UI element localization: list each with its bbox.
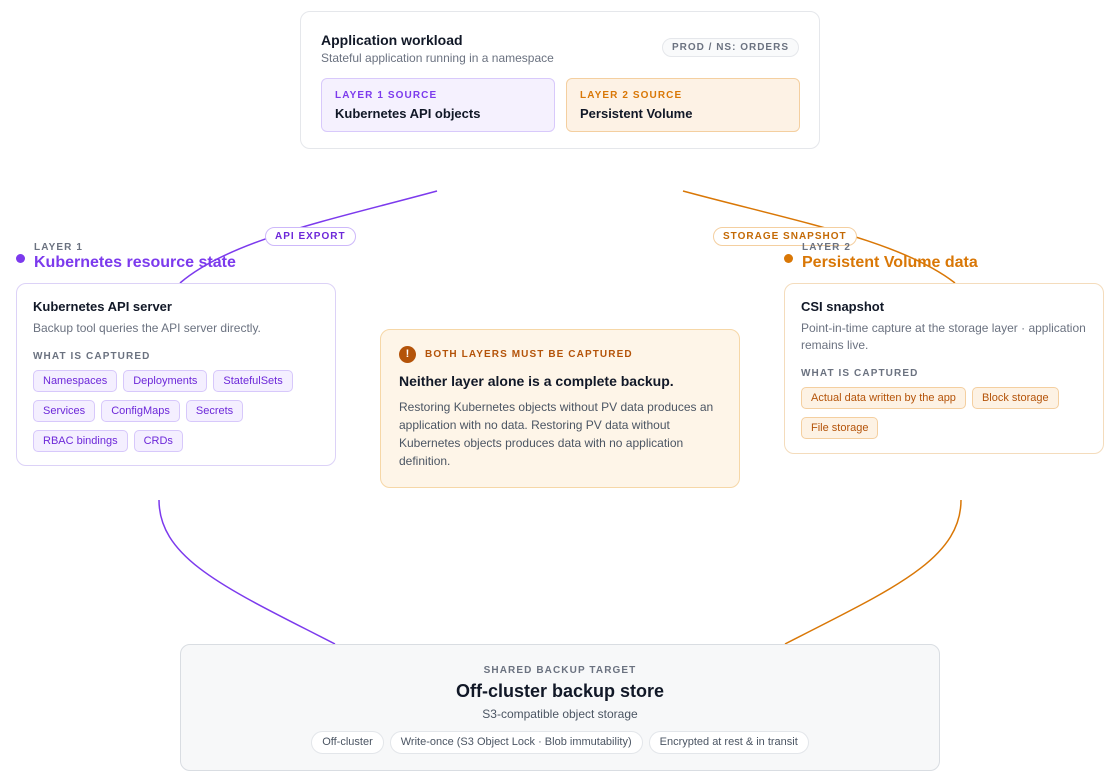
- layer1-dot-icon: [16, 254, 25, 263]
- warning-eyebrow: BOTH LAYERS MUST BE CAPTURED: [425, 349, 633, 360]
- layer2-source-box: LAYER 2 SOURCE Persistent Volume: [566, 78, 800, 132]
- api-export-label: API EXPORT: [265, 227, 356, 246]
- layer1-source-name: Kubernetes API objects: [335, 106, 481, 121]
- target-eyebrow: SHARED BACKUP TARGET: [483, 665, 637, 676]
- layer2-captured-list: Actual data written by the app Block sto…: [801, 387, 1087, 439]
- layer1-captured-list: Namespaces Deployments StatefulSets Serv…: [33, 370, 319, 452]
- captured-chip: ConfigMaps: [101, 400, 180, 422]
- both-layers-warning-card: ! BOTH LAYERS MUST BE CAPTURED Neither l…: [380, 329, 740, 488]
- storage-snapshot-label: STORAGE SNAPSHOT: [713, 227, 857, 246]
- target-title: Off-cluster backup store: [455, 681, 665, 701]
- layer2-source-name: Persistent Volume: [580, 106, 693, 121]
- exclamation-icon: !: [399, 346, 416, 363]
- captured-chip: Namespaces: [33, 370, 118, 392]
- warning-header: ! BOTH LAYERS MUST BE CAPTURED: [399, 346, 721, 363]
- captured-chip: RBAC bindings: [33, 430, 128, 452]
- warning-body: Restoring Kubernetes objects without PV …: [399, 400, 714, 468]
- captured-chip: Actual data written by the app: [801, 387, 966, 409]
- kubernetes-api-server-card: Kubernetes API server Backup tool querie…: [16, 283, 336, 466]
- layer2-dot-icon: [784, 254, 793, 263]
- layer2-card-description: Point-in-time capture at the storage lay…: [801, 321, 1086, 352]
- layer1-source-box: LAYER 1 SOURCE Kubernetes API objects: [321, 78, 555, 132]
- workload-subtitle: Stateful application running in a namesp…: [321, 51, 554, 65]
- target-property-pill: Write-once (S3 Object Lock · Blob immuta…: [389, 731, 643, 754]
- captured-chip: Deployments: [123, 370, 208, 392]
- layer1-card-description: Backup tool queries the API server direc…: [33, 321, 261, 335]
- captured-chip: Secrets: [185, 400, 244, 422]
- workload-title: Application workload: [321, 32, 463, 48]
- off-cluster-backup-store-card: SHARED BACKUP TARGET Off-cluster backup …: [180, 644, 940, 771]
- captured-chip: Block storage: [971, 387, 1059, 409]
- layer1-card-title: Kubernetes API server: [33, 299, 172, 314]
- layer1-source-eyebrow: LAYER 1 SOURCE: [335, 90, 438, 101]
- connector-layer2-to-target: [784, 499, 962, 645]
- captured-chip: Services: [33, 400, 96, 422]
- layer1-eyebrow: LAYER 1: [34, 242, 84, 253]
- captured-chip: File storage: [801, 417, 879, 439]
- connector-layer1-to-target: [158, 499, 336, 645]
- target-property-pill: Encrypted at rest & in transit: [648, 731, 809, 754]
- csi-snapshot-card: CSI snapshot Point-in-time capture at th…: [784, 283, 1104, 454]
- layer2-source-eyebrow: LAYER 2 SOURCE: [580, 90, 683, 101]
- layer2-captured-label: WHAT IS CAPTURED: [801, 368, 919, 379]
- layer1-captured-label: WHAT IS CAPTURED: [33, 351, 151, 362]
- layer2-card-title: CSI snapshot: [801, 299, 885, 314]
- namespace-pill: PROD / NS: ORDERS: [661, 38, 799, 57]
- application-workload-card: Application workload Stateful applicatio…: [300, 11, 820, 149]
- target-properties: Off-cluster Write-once (S3 Object Lock ·…: [181, 731, 939, 754]
- warning-title: Neither layer alone is a complete backup…: [399, 373, 674, 389]
- layer2-heading: Persistent Volume data: [802, 254, 978, 271]
- captured-chip: StatefulSets: [213, 370, 293, 392]
- target-subtitle: S3-compatible object storage: [482, 707, 638, 721]
- captured-chip: CRDs: [133, 430, 183, 452]
- layer1-heading: Kubernetes resource state: [34, 254, 236, 271]
- target-property-pill: Off-cluster: [311, 731, 384, 754]
- layer2-eyebrow: LAYER 2: [802, 242, 852, 253]
